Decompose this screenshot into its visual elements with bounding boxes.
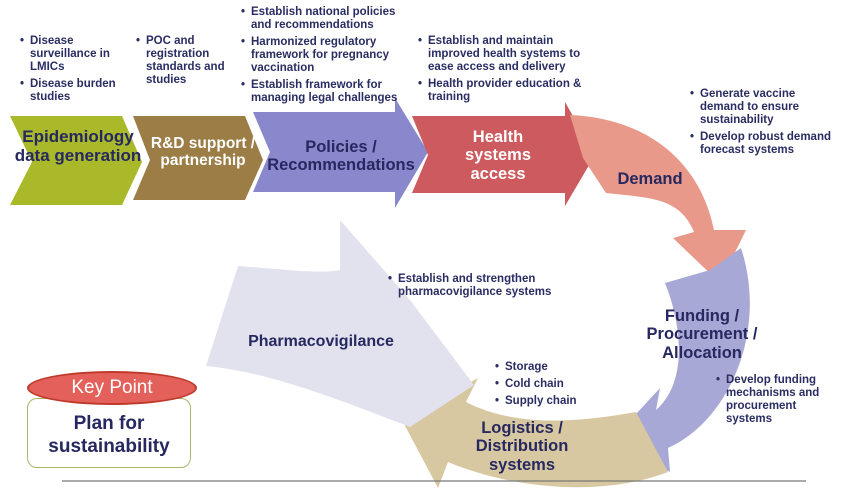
bullet-item: Harmonized regulatory framework for preg… [241,36,413,75]
rnd-label: R&D support / partnership [150,135,256,170]
bullet-item: Develop robust demand forecast systems [690,131,842,157]
health-access-bullets: Establish and maintain improved health s… [418,35,598,108]
bullet-item: Establish framework for managing legal c… [241,79,413,105]
bullet-item: Generate vaccine demand to ensure sustai… [690,88,842,127]
funding-bullets: Develop funding mechanisms and procureme… [716,374,836,430]
funding-label: Funding / Procurement / Allocation [646,307,758,362]
key-point-body: Plan for sustainability [27,398,191,468]
logistics-label: Logistics / Distribution systems [475,419,569,474]
demand-label: Demand [617,170,683,188]
key-point-header: Key Point [27,371,197,405]
bullet-item: Develop funding mechanisms and procureme… [716,374,836,426]
bullet-item: Cold chain [495,378,595,391]
bullet-item: Establish national policies and recommen… [241,6,413,32]
epidemiology-arrow [10,116,142,205]
policies-label: Policies / Recommendations [267,138,415,175]
health-access-label: Health systems access [464,128,532,183]
pharmacovigilance-bullets: Establish and strengthen pharmacovigilan… [388,273,568,303]
demand-bullets: Generate vaccine demand to ensure sustai… [690,88,842,161]
policies-bullets: Establish national policies and recommen… [241,6,413,109]
health-access-arrow [412,102,595,206]
policies-arrow [253,98,428,208]
rnd-bullets: POC and registration standards and studi… [136,35,242,91]
epidemiology-label: Epidemiology data generation [14,127,142,166]
bullet-item: Health provider education & training [418,78,598,104]
bullet-item: Establish and maintain improved health s… [418,35,598,74]
bullet-item: Establish and strengthen pharmacovigilan… [388,273,568,299]
rnd-arrow [133,116,263,200]
bullet-item: Supply chain [495,395,595,408]
bullet-item: Disease surveillance in LMICs [20,35,132,74]
pharmacovigilance-arrow [206,220,474,427]
key-point-text: Plan for sustainability [48,413,170,457]
funding-arrow [612,248,750,472]
bullet-item: Storage [495,361,595,374]
pharmacovigilance-label: Pharmacovigilance [248,333,394,350]
bullet-item: POC and registration standards and studi… [136,35,242,87]
logistics-bullets: Storage Cold chain Supply chain [495,361,595,412]
demand-arrow [570,115,746,283]
epidemiology-bullets: Disease surveillance in LMICs Disease bu… [20,35,132,108]
logistics-arrow [402,378,668,488]
bullet-item: Disease burden studies [20,78,132,104]
